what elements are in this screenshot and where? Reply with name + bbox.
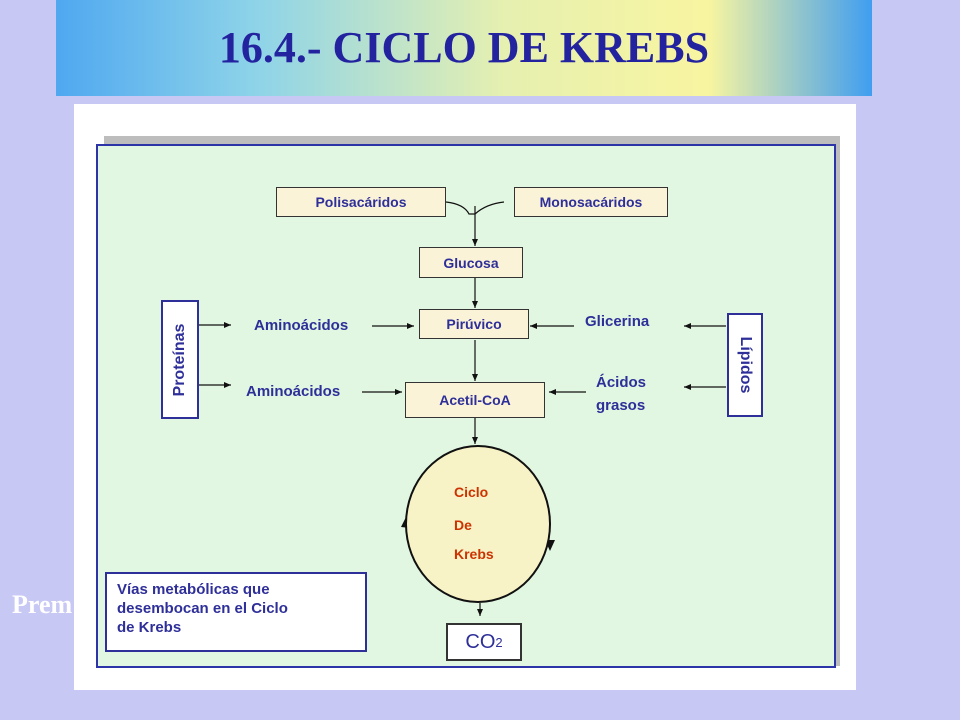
- monosacaridos-box: Monosacáridos: [514, 187, 668, 217]
- aminoacidos-label-1: Aminoácidos: [254, 317, 349, 334]
- note-box: Vías metabólicas que desembocan en el Ci…: [105, 572, 367, 652]
- co2-label: CO: [465, 630, 496, 653]
- note-line-2: desembocan en el Ciclo: [117, 600, 288, 617]
- acetil-coa-box: Acetil-CoA: [405, 382, 545, 418]
- lipidos-box: Lípidos: [727, 313, 763, 417]
- polisacaridos-box: Polisacáridos: [276, 187, 446, 217]
- aminoacidos-label-2: Aminoácidos: [246, 383, 341, 400]
- note-line-3: de Krebs: [117, 619, 182, 636]
- glucosa-box: Glucosa: [419, 247, 523, 278]
- cycle-label-line1: Ciclo: [454, 484, 489, 500]
- title-banner: 16.4.- CICLO DE KREBS: [56, 0, 872, 96]
- piruvico-box: Pirúvico: [419, 309, 529, 339]
- acidos-grasos-label-line2: grasos: [596, 397, 646, 414]
- cycle-label-line2: De: [454, 517, 472, 533]
- background-text: Prem: [12, 590, 73, 619]
- cycle-label-line3: Krebs: [454, 546, 494, 562]
- note-line-1: Vías metabólicas que: [117, 581, 270, 598]
- krebs-cycle-circle: [405, 445, 551, 603]
- glicerina-label: Glicerina: [585, 313, 650, 330]
- co2-subscript: 2: [495, 634, 503, 650]
- acidos-grasos-label-line1: Ácidos: [596, 374, 647, 391]
- proteinas-box: Proteínas: [161, 300, 199, 419]
- y-junction-connector: [445, 201, 505, 215]
- page-title: 16.4.- CICLO DE KREBS: [218, 23, 710, 72]
- lipidos-label: Lípidos: [737, 336, 754, 394]
- proteinas-label: Proteínas: [171, 323, 188, 396]
